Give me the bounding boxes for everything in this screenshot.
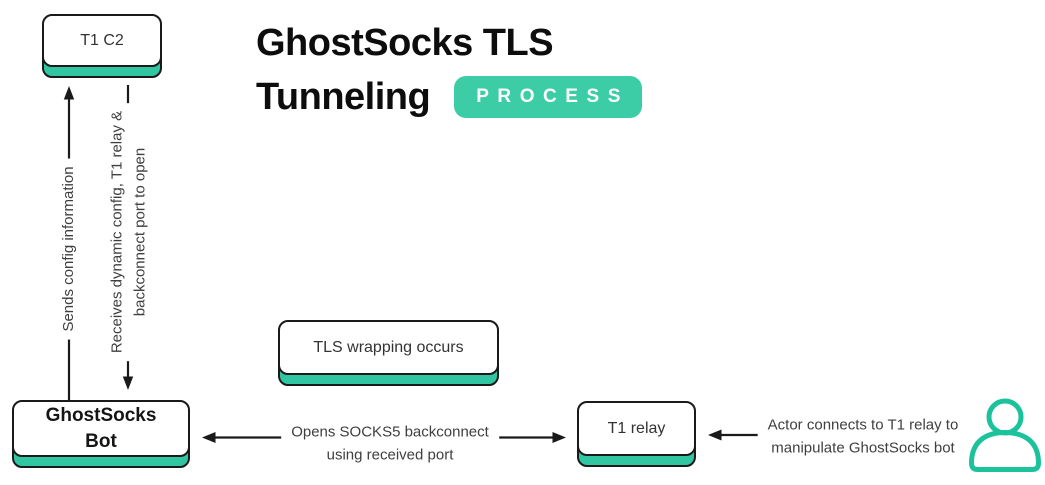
- node-t1-relay: T1 relay: [577, 401, 696, 467]
- edge-actor-label: Actor connects to T1 relay to manipulate…: [757, 412, 969, 462]
- node-ghostsocks-bot-label: GhostSocks Bot: [12, 400, 190, 457]
- node-ghostsocks-bot-line2: Bot: [85, 430, 117, 452]
- node-t1-relay-label: T1 relay: [577, 401, 696, 456]
- node-ghostsocks-bot: GhostSocks Bot: [12, 400, 190, 468]
- edge-opens-socks5-line2: using received port: [326, 446, 454, 463]
- process-badge: PROCESS: [454, 75, 642, 119]
- page-header: GhostSocks TLS Tunneling PROCESS: [256, 16, 642, 124]
- edge-actor-line1: Actor connects to T1 relay to: [767, 416, 959, 434]
- edge-opens-socks5-line1: Opens SOCKS5 backconnect: [291, 423, 489, 441]
- person-icon: [969, 398, 1041, 472]
- page-title-line2: Tunneling: [256, 76, 431, 118]
- edge-receives-config-label: Receives dynamic config, T1 relay & back…: [102, 102, 156, 362]
- edge-receives-config-line2: backconnect port to open: [131, 147, 148, 317]
- node-ghostsocks-bot-line1: GhostSocks: [45, 404, 157, 426]
- node-tls-wrapping: TLS wrapping occurs: [278, 320, 499, 386]
- page-title-line1: GhostSocks TLS: [256, 22, 554, 64]
- edge-actor-arrow: [708, 429, 762, 441]
- node-tls-wrapping-label: TLS wrapping occurs: [278, 320, 499, 375]
- edge-receives-config-line1: Receives dynamic config, T1 relay &: [108, 110, 126, 354]
- edge-sends-config-label: Sends config information: [53, 158, 85, 340]
- node-t1-c2-label: T1 C2: [42, 14, 162, 67]
- edge-actor-line2: manipulate GhostSocks bot: [771, 439, 955, 456]
- node-t1-c2: T1 C2: [42, 14, 162, 78]
- edge-opens-socks5-label: Opens SOCKS5 backconnect using received …: [281, 419, 499, 469]
